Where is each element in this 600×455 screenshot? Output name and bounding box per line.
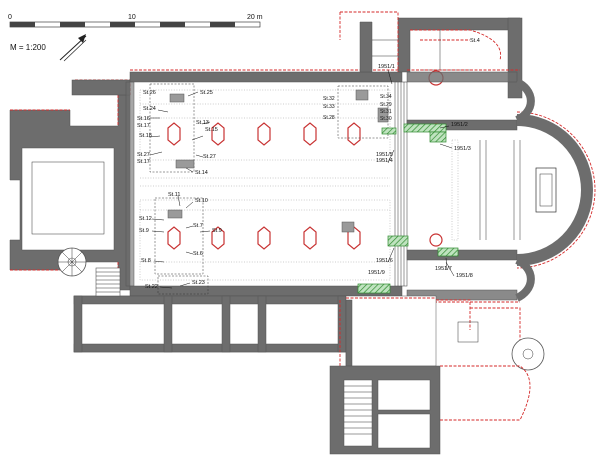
find-labels: St.4 St.25 St.26 St.24 St.16 St.17 St.13… <box>137 38 480 290</box>
scale-tick-20: 20 m <box>247 14 263 21</box>
nave <box>125 69 408 299</box>
label-st11: St.11 <box>168 192 180 198</box>
label-1951-8: 1951/8 <box>456 273 473 279</box>
label-st13: St.13 <box>196 120 209 126</box>
north-east-room <box>339 11 523 99</box>
scale-ratio: M = 1:200 <box>10 43 46 52</box>
label-st29: St.29 <box>380 102 392 108</box>
label-st16: St.16 <box>137 116 150 122</box>
label-1951-3: 1951/3 <box>454 146 471 152</box>
label-st9b: St.9 <box>212 228 222 234</box>
label-1951-9: 1951/9 <box>368 270 385 276</box>
label-st8: St.8 <box>141 258 151 264</box>
label-st23: St.23 <box>192 280 205 286</box>
label-st17b: St.17 <box>137 159 150 165</box>
leader-lines <box>149 69 455 289</box>
label-st33: St.33 <box>323 104 335 110</box>
label-1951-4: 1951/4 <box>376 158 393 164</box>
label-st27a: St.27 <box>137 152 150 158</box>
label-st6: St.6 <box>193 251 203 257</box>
label-st14: St.14 <box>195 170 208 176</box>
label-st4: St.4 <box>470 38 480 44</box>
label-st31: St.31 <box>380 109 392 115</box>
label-st10: St.10 <box>195 198 208 204</box>
label-st9a: St.9 <box>139 228 149 234</box>
scale-tick-0: 0 <box>8 14 12 21</box>
scale-tick-10: 10 <box>128 14 136 21</box>
west-tower <box>9 79 131 291</box>
label-1951-1: 1951/1 <box>378 64 395 70</box>
south-annexes <box>73 267 545 455</box>
label-1951-5: 1951/5 <box>376 152 393 158</box>
north-arrow-icon <box>59 34 87 62</box>
label-st28: St.28 <box>323 115 335 121</box>
label-st18: St.18 <box>139 133 152 139</box>
label-st32: St.32 <box>323 96 335 102</box>
label-st30: St.30 <box>380 116 392 122</box>
label-st26: St.26 <box>143 90 156 96</box>
label-st22: St.22 <box>145 284 158 290</box>
stair-turret <box>57 247 87 277</box>
label-1951-2: 1951/2 <box>451 122 468 128</box>
label-st7: St.7 <box>193 223 203 229</box>
choir-apse <box>406 69 596 303</box>
label-st25: St.25 <box>200 90 213 96</box>
label-st24: St.24 <box>143 106 156 112</box>
label-st15: St.15 <box>205 127 218 133</box>
scale-bar: 0 10 20 m <box>8 14 263 28</box>
label-st27b: St.27 <box>203 154 216 160</box>
label-st12: St.12 <box>139 216 152 222</box>
label-1951-6: 1951/6 <box>376 258 393 264</box>
trenches <box>357 123 459 294</box>
label-st34: St.34 <box>380 94 392 100</box>
label-st17a: St.17 <box>137 123 150 129</box>
label-1951-7: 1951/7 <box>435 266 452 272</box>
